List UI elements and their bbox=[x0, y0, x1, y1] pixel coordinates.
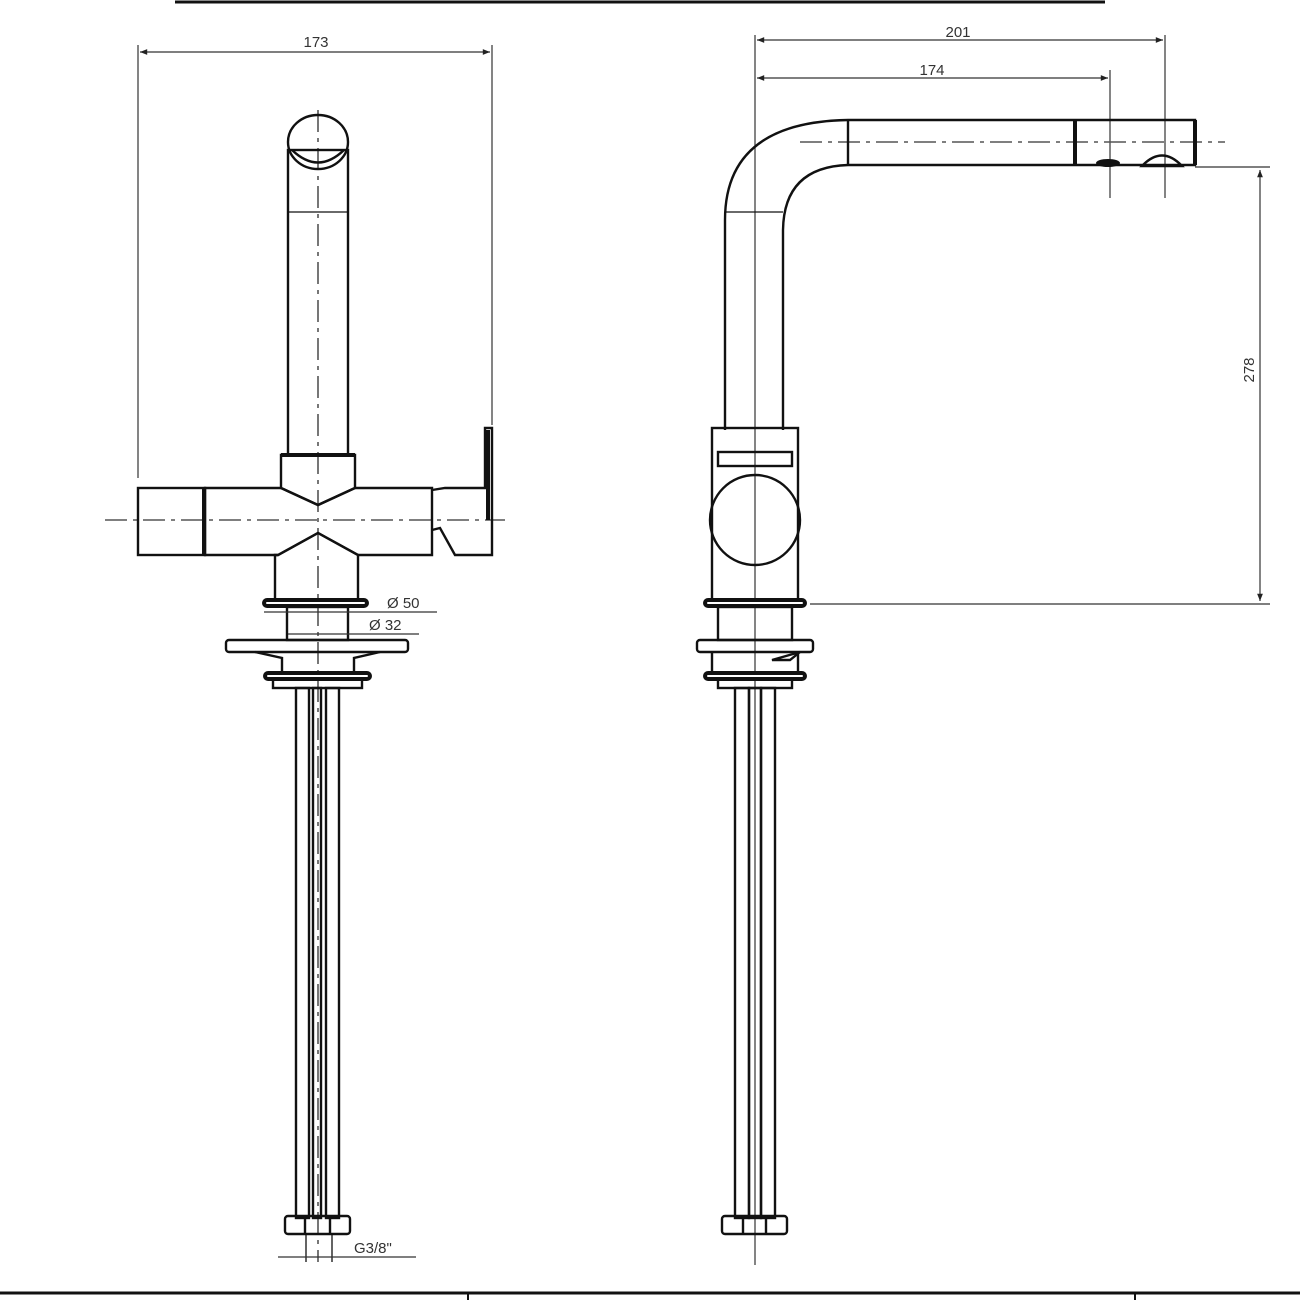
dimension-174-label: 174 bbox=[919, 62, 944, 79]
diameter-32-label: Ø 32 bbox=[369, 617, 402, 634]
diameter-50-label: Ø 50 bbox=[387, 595, 420, 612]
dimension-278-label: 278 bbox=[1241, 357, 1258, 382]
side-view bbox=[695, 35, 1270, 1265]
front-view bbox=[105, 45, 505, 1262]
thread-label: G3/8" bbox=[354, 1240, 392, 1257]
dimension-173-label: 173 bbox=[303, 34, 328, 51]
dimension-201-label: 201 bbox=[945, 24, 970, 41]
